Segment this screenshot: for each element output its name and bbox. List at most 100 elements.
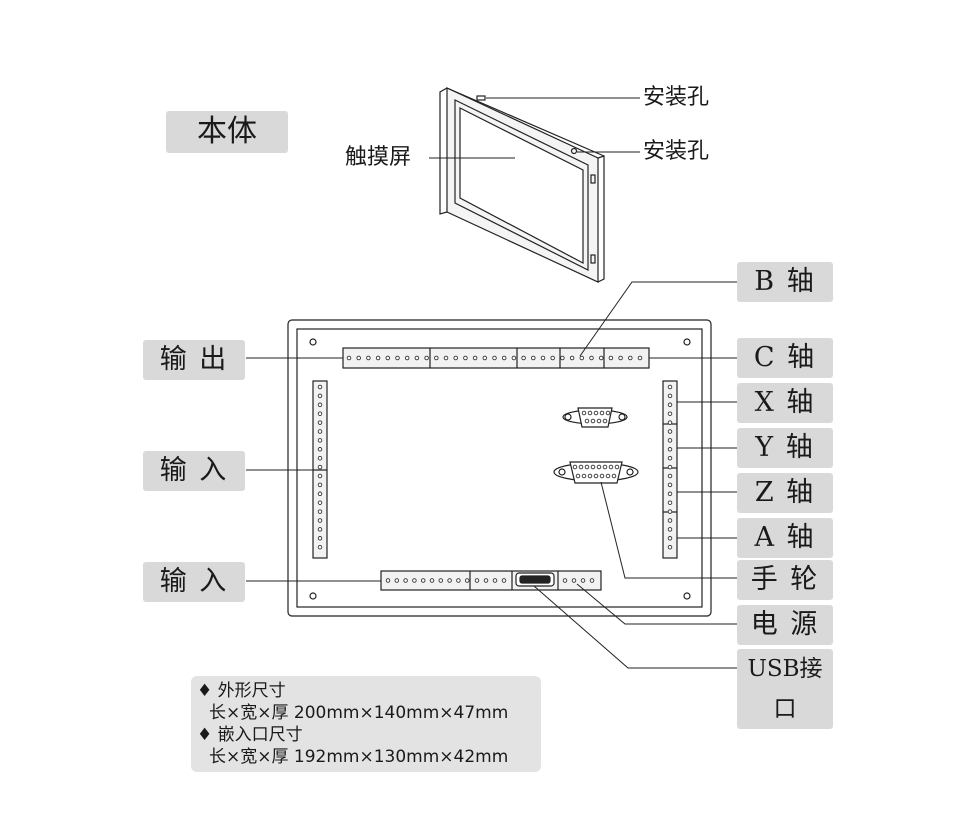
terminal-pin xyxy=(667,482,673,488)
bullet-icon: ♦ xyxy=(197,681,213,701)
terminal-pin xyxy=(667,420,673,425)
label-a-axis: A 轴 xyxy=(737,518,833,558)
terminal-pin xyxy=(540,355,546,361)
label-mount-hole-side: 安装孔 xyxy=(643,139,710,164)
rear-inner-frame xyxy=(296,328,703,608)
terminal-pin xyxy=(667,438,673,443)
terminal-pin xyxy=(434,355,439,361)
terminal-pin xyxy=(482,355,488,361)
terminal-pin xyxy=(317,447,323,452)
terminal-pin xyxy=(667,384,673,390)
label-z-axis: Z 轴 xyxy=(737,473,833,513)
terminal-pin xyxy=(667,527,673,532)
terminal-pin xyxy=(317,473,323,479)
terminal-pin xyxy=(608,355,614,361)
label-touch-screen: 触摸屏 xyxy=(345,145,412,170)
terminal-pin xyxy=(596,464,602,470)
db15-connector xyxy=(553,461,639,484)
bullet-icon: ♦ xyxy=(197,725,213,745)
terminal-pin xyxy=(667,455,673,461)
terminal-pin xyxy=(611,473,617,479)
terminal-pin xyxy=(317,482,323,488)
terminal-pin xyxy=(317,464,323,470)
outer-size-value: 长×宽×厚 200mm×140mm×47mm xyxy=(209,703,509,723)
terminal-pin xyxy=(317,438,323,443)
terminal-pin xyxy=(596,418,602,424)
label-input-left: 输 入 xyxy=(143,451,245,491)
outer-size-heading: 外形尺寸 xyxy=(217,681,286,701)
terminal-pin xyxy=(562,578,568,583)
terminal-pin xyxy=(602,464,608,470)
terminal-pin xyxy=(587,473,593,479)
terminal-pin xyxy=(501,578,507,583)
terminal-pin xyxy=(590,464,596,470)
terminal-pin xyxy=(412,578,417,583)
terminal-pin xyxy=(317,536,323,541)
terminal-pin xyxy=(443,355,449,361)
terminal-pin xyxy=(317,509,323,514)
terminal-pin xyxy=(492,355,497,361)
label-c-axis: C 轴 xyxy=(737,338,833,378)
terminal-pin xyxy=(605,410,611,416)
terminal-pin xyxy=(463,355,468,361)
terminal-pin xyxy=(590,418,596,424)
terminal-pin xyxy=(317,455,323,461)
rear-outer-frame xyxy=(287,319,712,617)
terminal-pin xyxy=(550,355,555,361)
terminal-pin xyxy=(614,464,620,470)
terminal-pin xyxy=(602,418,608,424)
terminal-pin xyxy=(667,473,673,479)
label-handwheel: 手 轮 xyxy=(737,560,833,600)
terminal-pin xyxy=(317,429,323,434)
terminal-pin xyxy=(375,355,381,361)
terminal-pin xyxy=(593,473,599,479)
terminal-pin xyxy=(593,410,599,416)
terminal-pin xyxy=(618,355,623,361)
label-input-bottom: 输 入 xyxy=(143,562,245,602)
terminal-pin xyxy=(589,578,595,583)
label-output: 输 出 xyxy=(143,340,245,380)
terminal-pin xyxy=(667,429,673,434)
terminal-pin xyxy=(589,355,594,361)
embed-size-value: 长×宽×厚 192mm×130mm×42mm xyxy=(209,747,509,767)
terminal-pin xyxy=(414,355,420,361)
terminal-pin xyxy=(317,384,323,390)
terminal-pin xyxy=(667,402,673,408)
terminal-pin xyxy=(560,355,565,361)
terminal-pin xyxy=(420,578,426,583)
terminal-pin xyxy=(483,578,489,583)
terminal-pin xyxy=(599,473,605,479)
terminal-pin xyxy=(667,544,673,550)
terminal-pin xyxy=(424,355,429,361)
terminal-pin xyxy=(521,355,526,361)
embed-size-heading: 嵌入口尺寸 xyxy=(217,725,303,745)
label-mount-hole-top: 安装孔 xyxy=(643,85,710,110)
corner-hole xyxy=(683,592,691,600)
label-x-axis: X 轴 xyxy=(737,383,833,423)
terminal-pin xyxy=(456,578,461,583)
terminal-pin xyxy=(667,500,673,505)
terminal-pin xyxy=(317,393,323,399)
section-title: 本体 xyxy=(166,111,288,153)
terminal-pin xyxy=(598,355,604,361)
terminal-pin xyxy=(587,410,593,416)
terminal-pin xyxy=(628,355,633,361)
db9-connector xyxy=(562,407,628,428)
terminal-pin xyxy=(429,578,435,583)
terminal-pin xyxy=(584,464,590,470)
terminal-pin xyxy=(599,410,605,416)
terminal-pin xyxy=(366,355,371,361)
label-power: 电 源 xyxy=(737,605,833,645)
terminal-pin xyxy=(531,355,536,361)
terminal-pin xyxy=(317,500,323,505)
terminal-pin xyxy=(492,578,498,583)
terminal-pin xyxy=(571,578,577,583)
terminal-pin xyxy=(667,447,673,452)
terminal-pin xyxy=(404,355,410,361)
terminal-pin xyxy=(637,355,643,361)
bottom-terminal-strip xyxy=(380,570,602,591)
terminal-pin xyxy=(511,355,517,361)
terminal-pin xyxy=(474,578,480,583)
terminal-pin xyxy=(317,402,323,408)
